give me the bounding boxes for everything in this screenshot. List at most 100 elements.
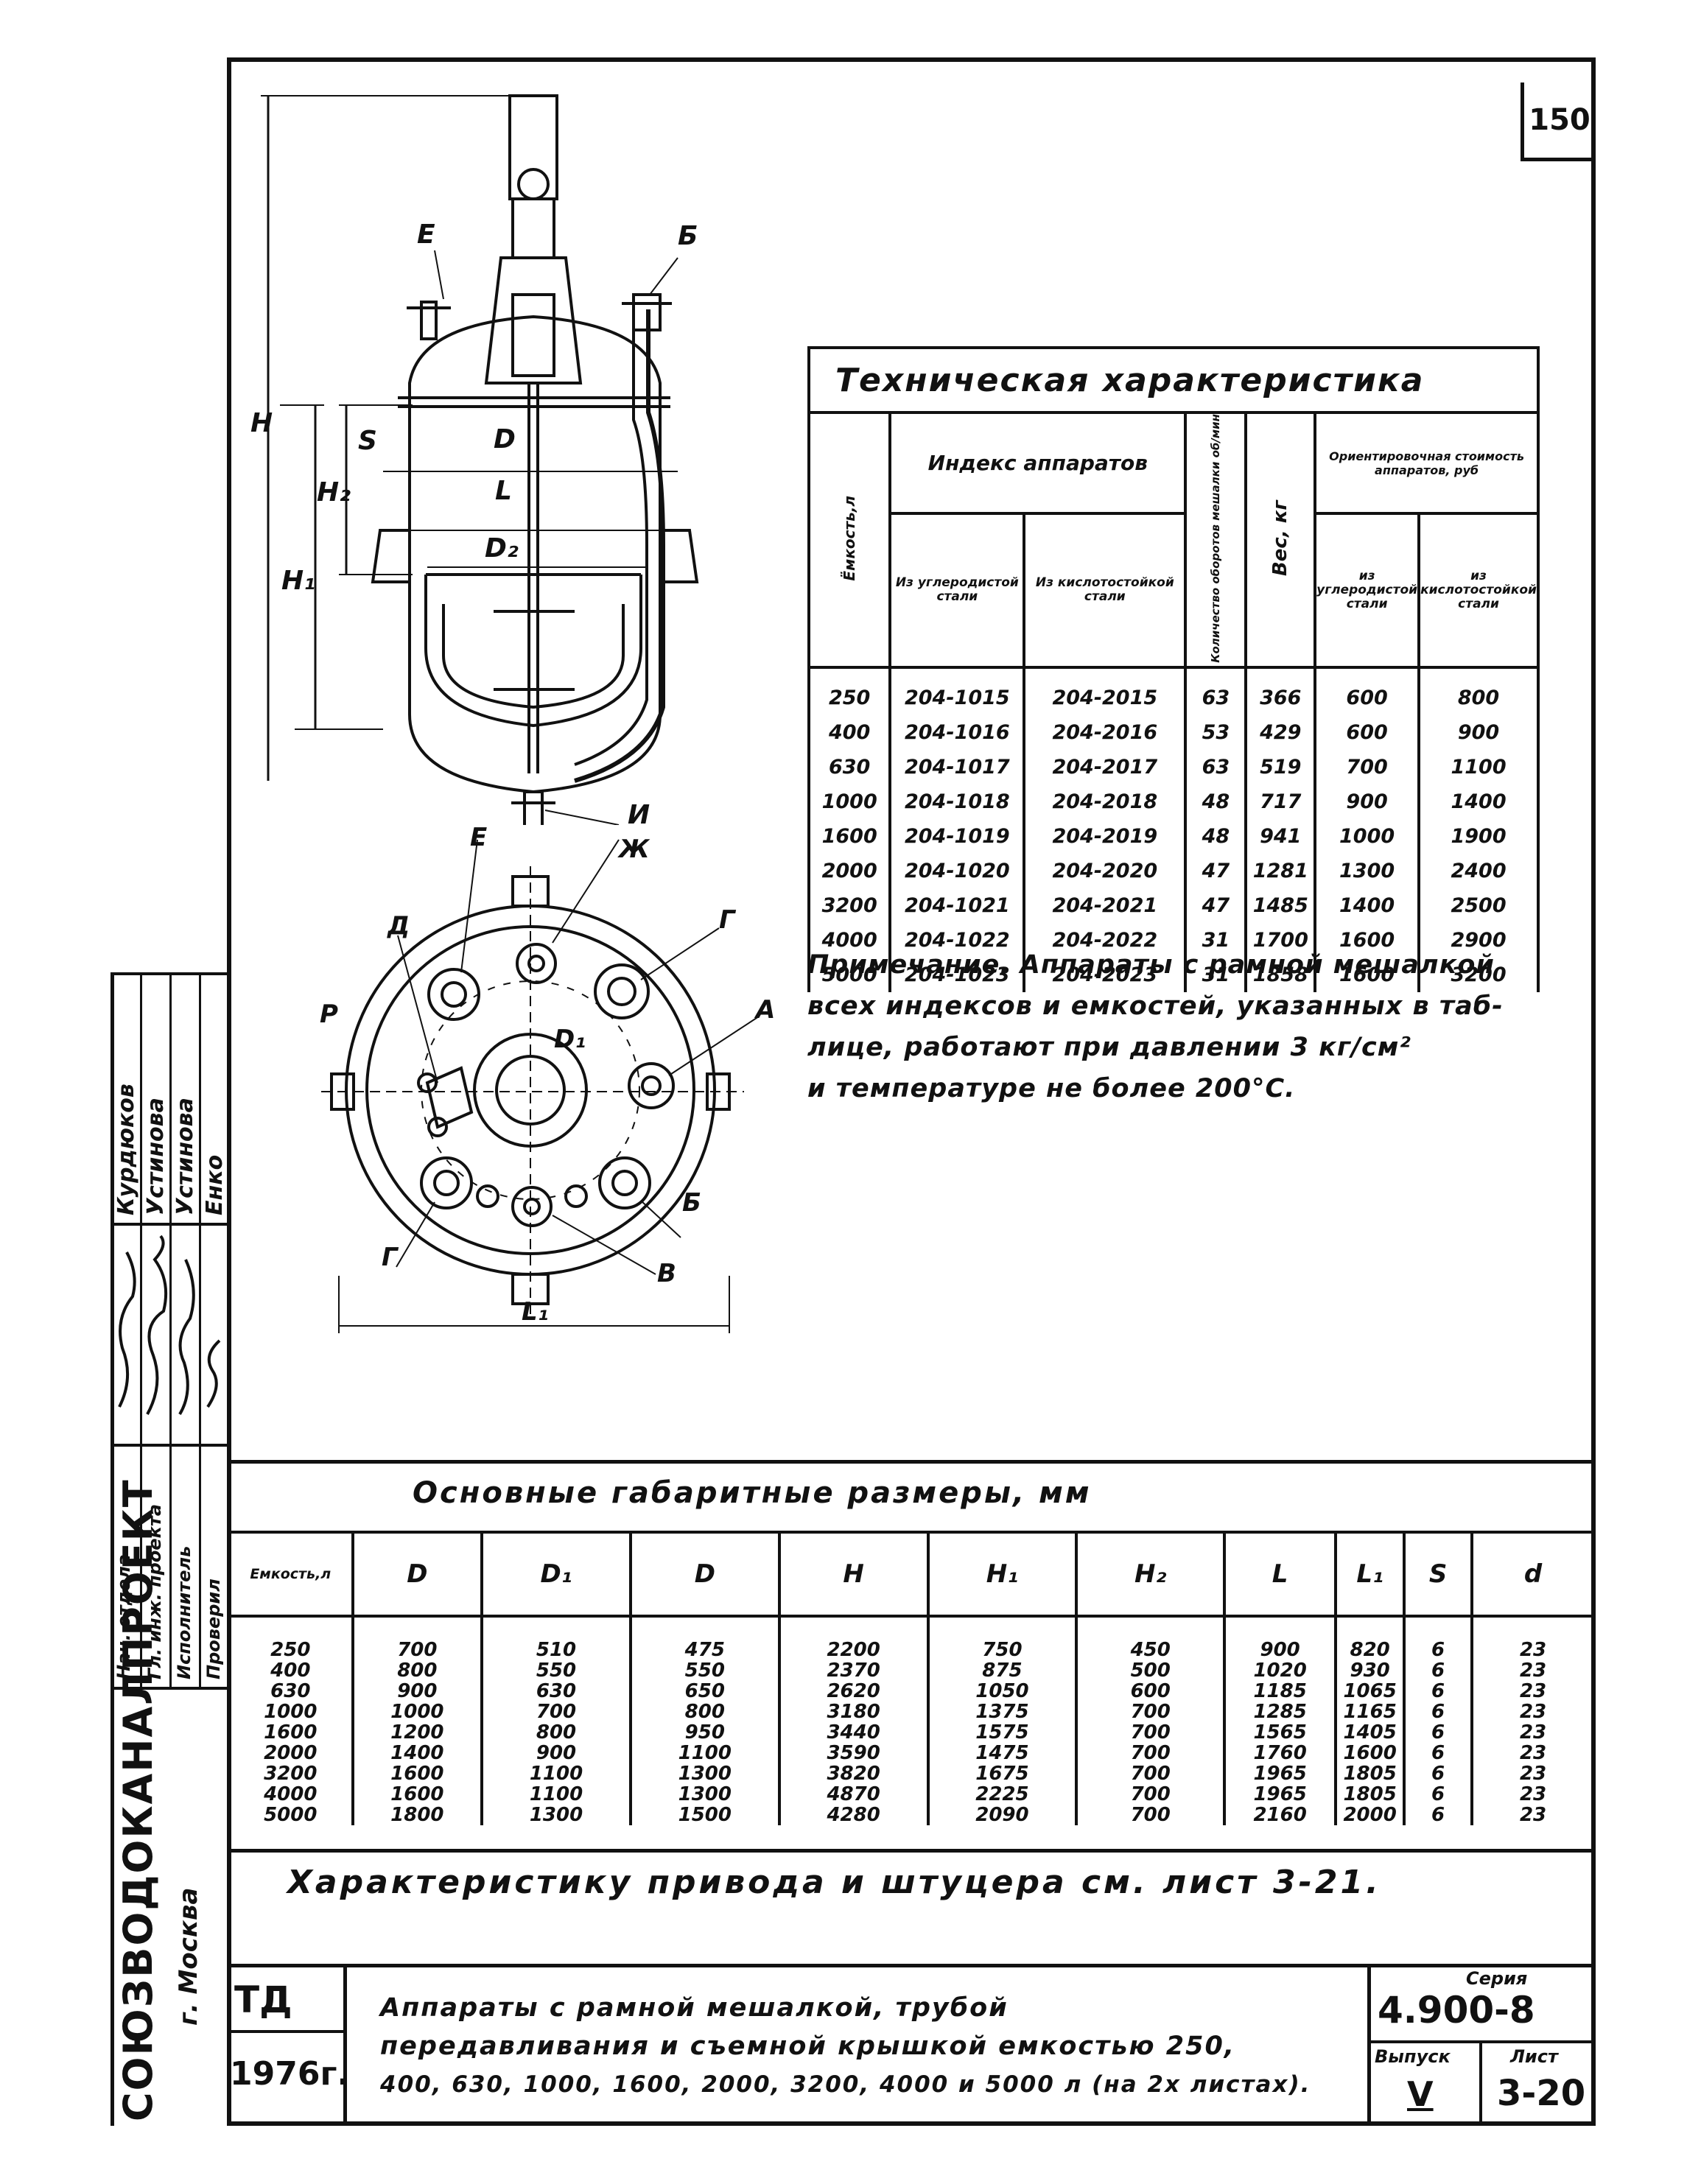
tech-table-cell: 400 [807, 714, 892, 750]
dims-table-cell: 700 [480, 1702, 632, 1722]
dims-table-cell: 900 [351, 1681, 484, 1702]
dims-table-cell: 900 [480, 1743, 632, 1763]
dims-table-cell: 800 [628, 1702, 781, 1722]
tech-table-cell: 800 [1417, 667, 1540, 715]
dims-table-cell: 2200 [777, 1616, 930, 1660]
tech-col-price-group: Ориентировочная стоимость аппаратов, руб [1314, 410, 1540, 516]
divider [227, 1964, 1596, 1967]
dims-table-cell: 600 [1075, 1681, 1227, 1702]
plan-label-g-bottom: Г [382, 1243, 399, 1272]
tech-table-cell: 700 [1314, 749, 1421, 784]
roles-column: Проверил [203, 1579, 224, 1679]
dims-table-cell: 5000 [227, 1805, 354, 1825]
tech-table-cell: 47 [1184, 853, 1248, 888]
dims-table-cell: 23 [1470, 1616, 1596, 1660]
dims-table-cell: 630 [227, 1681, 354, 1702]
tech-table-cell: 204-2016 [1023, 714, 1188, 750]
tech-table-cell: 63 [1184, 749, 1248, 784]
tech-table-cell: 204-1020 [888, 853, 1026, 888]
tech-table-cell: 204-1015 [888, 667, 1026, 715]
tech-table-cell: 1300 [1314, 853, 1421, 888]
organization-city: г. Москва [174, 1887, 203, 2026]
series-number: 4.900-8 [1378, 1989, 1535, 2032]
dims-table-cell: 750 [926, 1616, 1079, 1660]
plan-label-zh: Ж [617, 835, 650, 864]
tech-col-index-group: Индекс аппаратов [888, 410, 1188, 516]
tech-table-cell: 1600 [1314, 922, 1421, 958]
handwritten-signatures [118, 1235, 221, 1416]
dims-table-cell: 1100 [480, 1763, 632, 1784]
dims-table-cell: 1500 [628, 1805, 781, 1825]
dims-table-cell: 1800 [351, 1805, 484, 1825]
plan-label-d: Д [387, 911, 410, 941]
tech-table-cell: 3200 [807, 888, 892, 923]
dims-table-cell: 2370 [777, 1660, 930, 1681]
dims-header-cell: L₁ [1334, 1531, 1406, 1618]
dims-table-cell: 4000 [227, 1784, 354, 1805]
dims-header-cell: Н₁ [926, 1531, 1079, 1618]
plan-label-d1: D₁ [554, 1025, 586, 1054]
tech-table-cell: 204-2018 [1023, 784, 1188, 819]
label-height-h2: Н₂ [317, 477, 351, 508]
label-diameter-d: D [494, 424, 516, 454]
title-block-year: 1976г. [230, 2055, 350, 2093]
tech-table-cell: 941 [1244, 818, 1317, 854]
dims-table-cell: 1065 [1334, 1681, 1406, 1702]
dims-table-cell: 1050 [926, 1681, 1079, 1702]
dims-table-cell: 1400 [351, 1743, 484, 1763]
roles-column: Исполнитель [174, 1546, 194, 1679]
issue-label: Выпуск [1375, 2046, 1451, 2067]
dims-table-cell: 1600 [227, 1722, 354, 1743]
tech-table-cell: 366 [1244, 667, 1317, 715]
tech-table-cell: 63 [1184, 667, 1248, 715]
dims-table-cell: 3180 [777, 1702, 930, 1722]
dims-table-cell: 510 [480, 1616, 632, 1660]
dims-table-cell: 23 [1470, 1784, 1596, 1805]
dims-table-cell: 6 [1403, 1722, 1474, 1743]
role-label: Проверил [203, 1579, 224, 1679]
tech-table-cell: 204-1023 [888, 957, 1026, 992]
issue-number: V [1407, 2074, 1434, 2114]
dims-table-cell: 1375 [926, 1702, 1079, 1722]
margin-border [199, 972, 201, 1687]
name-label: Енко [202, 1154, 228, 1215]
tech-table-cell: 204-1018 [888, 784, 1026, 819]
divider [227, 1460, 1596, 1464]
tech-col-price-carbon: из углеродистой стали [1314, 512, 1421, 669]
dims-table-cell: 1000 [227, 1702, 354, 1722]
tech-table-cell: 1700 [1244, 922, 1317, 958]
margin-border [140, 972, 142, 1687]
tech-table-cell: 600 [1314, 714, 1421, 750]
dims-table-cell: 1805 [1334, 1763, 1406, 1784]
description-line: Аппараты с рамной мешалкой, трубой [380, 1993, 1009, 2023]
tech-table-cell: 1400 [1417, 784, 1540, 819]
tech-table-cell: 250 [807, 667, 892, 715]
role-label: Исполнитель [174, 1545, 194, 1679]
name-label: Курдюков [113, 1084, 139, 1215]
dims-table-cell: 1300 [480, 1805, 632, 1825]
dims-table-cell: 450 [1075, 1616, 1227, 1660]
tech-table-cell: 31 [1184, 957, 1248, 992]
dims-table-cell: 820 [1334, 1616, 1406, 1660]
dims-table-cell: 4280 [777, 1805, 930, 1825]
dims-header-cell: d [1470, 1531, 1596, 1618]
label-nozzle-e: Е [417, 220, 435, 250]
dims-table-cell: 1675 [926, 1763, 1079, 1784]
tech-table-cell: 204-1016 [888, 714, 1026, 750]
dims-table-cell: 700 [1075, 1702, 1227, 1722]
dims-table-cell: 900 [1223, 1616, 1338, 1660]
tech-table-cell: 204-2020 [1023, 853, 1188, 888]
dims-header-cell: D [351, 1531, 484, 1618]
plan-label-a: А [754, 995, 775, 1025]
drive-reference-note: Характеристику привода и штуцера см. лис… [287, 1864, 1381, 1901]
dims-table-cell: 23 [1470, 1763, 1596, 1784]
dims-table-cell: 2160 [1223, 1805, 1338, 1825]
tech-table-cell: 1900 [1417, 818, 1540, 854]
dims-table-cell: 550 [480, 1660, 632, 1681]
